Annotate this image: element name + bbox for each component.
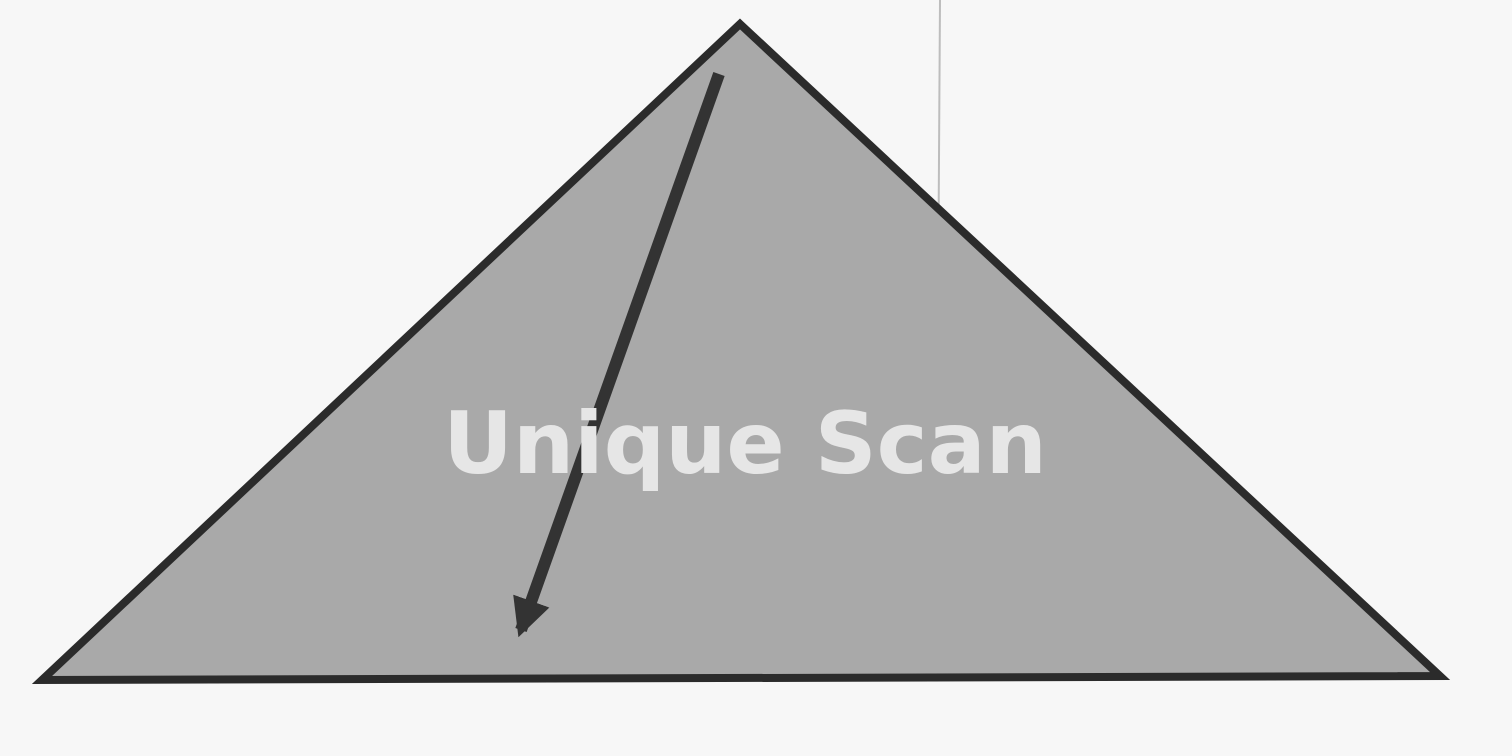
scan-arrow (513, 71, 725, 638)
triangle-shape (31, 18, 1451, 685)
triangle-label: Unique Scan (443, 394, 1047, 494)
